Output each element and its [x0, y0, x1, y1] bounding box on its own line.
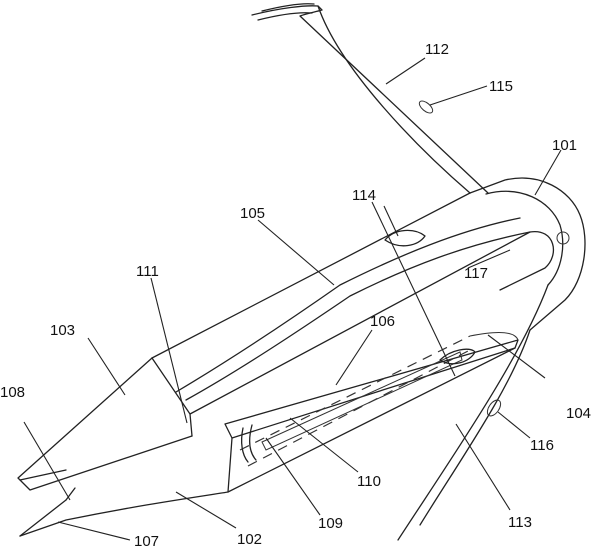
upper-arm-112 — [251, 3, 489, 194]
label-108: 108 — [0, 384, 25, 401]
lower-jaw-102 — [19, 332, 519, 537]
label-115: 115 — [489, 78, 513, 95]
label-101: 101 — [552, 137, 577, 154]
leader-109 — [265, 437, 321, 516]
label-107: 107 — [134, 533, 159, 550]
label-113: 113 — [508, 514, 532, 531]
upper-jaw-105 — [151, 192, 554, 437]
label-116: 116 — [530, 437, 554, 454]
leader-112 — [385, 57, 426, 85]
blade-103 — [17, 357, 193, 491]
head-101 — [469, 177, 586, 331]
leader-114b — [383, 205, 399, 237]
reference-numerals: 112 115 101 114 105 117 111 103 106 104 … — [0, 41, 591, 550]
leader-103 — [87, 337, 126, 396]
label-104: 104 — [566, 405, 591, 422]
label-111: 111 — [136, 263, 159, 280]
label-117: 117 — [464, 265, 488, 282]
leader-105 — [257, 219, 335, 286]
leader-107 — [57, 521, 131, 541]
leader-108 — [23, 421, 71, 501]
label-103: 103 — [50, 322, 75, 339]
leader-113 — [455, 423, 511, 511]
label-106: 106 — [370, 313, 395, 330]
leader-104 — [487, 334, 546, 379]
label-109: 109 — [318, 515, 343, 532]
leader-115 — [429, 85, 488, 106]
leader-101 — [534, 149, 562, 196]
lower-arm-113 — [397, 284, 549, 541]
label-105: 105 — [240, 205, 265, 222]
leader-117 — [467, 249, 511, 269]
label-112: 112 — [425, 41, 449, 58]
leader-116 — [497, 411, 531, 439]
leader-106 — [335, 329, 373, 386]
leader-110 — [289, 417, 359, 473]
label-114: 114 — [352, 187, 376, 204]
leader-102 — [175, 491, 237, 529]
label-110: 110 — [357, 473, 381, 490]
leader-111 — [150, 277, 188, 424]
leader-114a — [371, 201, 456, 377]
label-102: 102 — [237, 531, 262, 548]
leader-lines — [23, 57, 562, 541]
